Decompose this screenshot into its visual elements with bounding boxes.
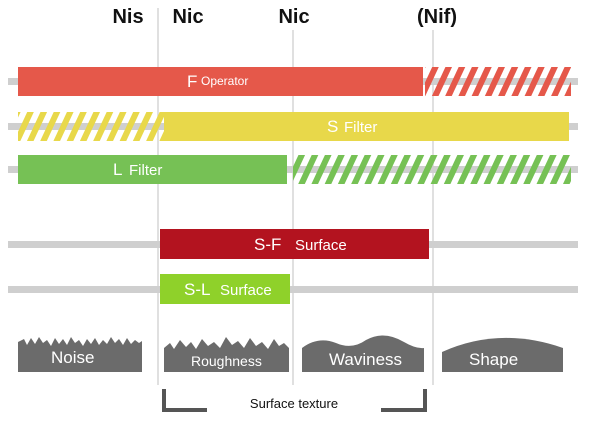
s-filter-label: Filter: [344, 119, 377, 136]
f-operator-prefix: F: [187, 72, 197, 91]
waviness-label: Waviness: [329, 350, 402, 369]
s-filter-hatch: [18, 112, 164, 141]
bracket-right: [381, 389, 427, 412]
roughness-label: Roughness: [191, 353, 262, 369]
header-nic-2: Nic: [278, 6, 309, 28]
waviness-profile: Waviness: [302, 335, 424, 372]
surface-texture-bracket: Surface texture: [162, 389, 427, 412]
roughness-profile: Roughness: [164, 337, 289, 372]
sl-surface-prefix: S-L: [184, 280, 210, 299]
header-nic-1: Nic: [172, 6, 203, 28]
noise-profile: Noise: [18, 337, 142, 372]
header-nis: Nis: [112, 6, 143, 28]
sl-surface-label: Surface: [220, 282, 272, 299]
sl-surface-band: S-L Surface: [160, 274, 290, 304]
sf-surface-prefix: S-F: [254, 235, 281, 254]
f-operator-hatch: [425, 67, 571, 96]
sf-surface-label: Surface: [295, 237, 347, 254]
l-filter-hatch: [293, 155, 571, 184]
bracket-left: [162, 389, 207, 412]
l-filter-label: Filter: [129, 162, 162, 179]
s-filter-prefix: S: [327, 117, 338, 136]
shape-profile: Shape: [442, 337, 563, 372]
l-filter-band: L Filter: [18, 155, 571, 184]
cutoff-dividers: [157, 8, 434, 385]
noise-label: Noise: [51, 348, 94, 367]
surface-texture-caption: Surface texture: [250, 396, 338, 411]
f-operator-band: F Operator: [18, 67, 571, 96]
sf-surface-band: S-F Surface: [160, 229, 429, 259]
s-filter-band: S Filter: [18, 112, 569, 141]
l-filter-prefix: L: [113, 160, 122, 179]
f-operator-label: Operator: [201, 74, 248, 88]
header-nif: (Nif): [417, 6, 457, 28]
shape-label: Shape: [469, 350, 518, 369]
